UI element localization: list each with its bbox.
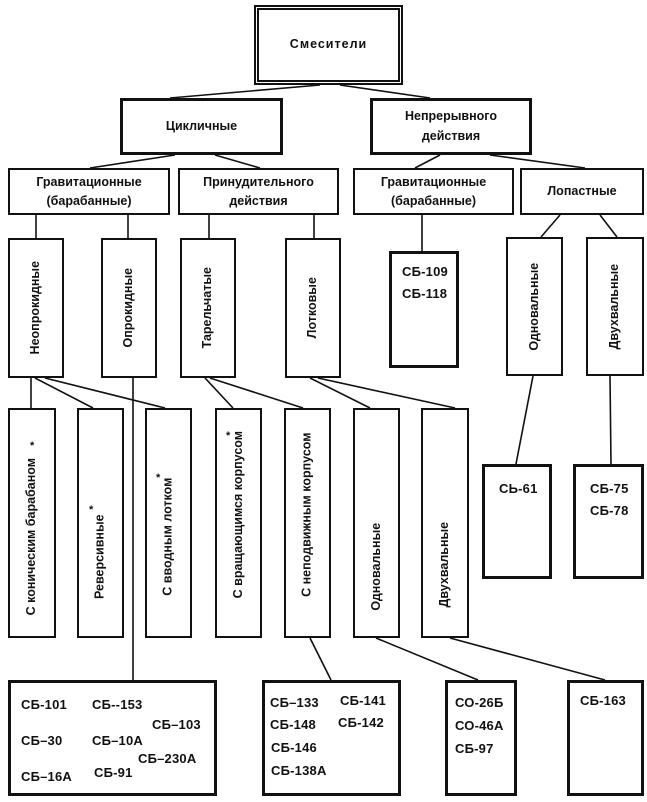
model-code: СБ-138А	[271, 763, 327, 778]
edge-cyclic-gravity	[89, 154, 176, 169]
node-gravity-cyclic-line1: Гравитационные	[36, 174, 142, 189]
model-code: СЬ-61	[499, 481, 538, 496]
model-code: СБ-146	[271, 740, 317, 755]
edge-continuous-paddle	[489, 154, 586, 169]
edge-single-models-bottom	[375, 637, 479, 681]
node-rotating-body-label: С вращающимся корпусом	[230, 430, 245, 598]
node-paddle-twin-shaft-label: Двухвальные	[607, 263, 622, 350]
model-code: СО-46А	[455, 718, 504, 733]
edge-nontilting-feed	[44, 377, 166, 409]
model-code: СБ–133	[270, 695, 319, 710]
node-tilting: Опрокидные	[101, 238, 157, 378]
edge-twin-models-bottom	[449, 637, 606, 681]
models-gravity-continuous: СБ-109 СБ-118	[389, 251, 459, 368]
node-gravity-continuous-line2: (барабанные)	[391, 193, 476, 208]
node-trough-single-shaft: Одновальные	[353, 408, 400, 638]
root-node-mixers: Смесители	[254, 5, 403, 85]
model-code: СБ–16А	[21, 769, 73, 784]
model-code: СБ--153	[92, 697, 143, 712]
model-code: СБ–30	[21, 733, 63, 748]
models-trough-twin: СБ-163	[567, 680, 644, 796]
node-gravity-cyclic: Гравитационные (барабанные)	[8, 168, 170, 215]
node-gravity-continuous: Гравитационные (барабанные)	[353, 168, 514, 215]
edge-trough-single	[309, 377, 371, 409]
node-fixed-body-label: С неподвижным корпусом	[299, 432, 314, 597]
edge-continuous-gravity	[414, 154, 441, 169]
model-code: СБ-148	[270, 717, 316, 732]
node-trough-twin-shaft-label: Двухвальные	[437, 521, 452, 608]
model-code: СО-26Б	[455, 695, 504, 710]
node-fixed-body: С неподвижным корпусом	[284, 408, 331, 638]
models-fixed-body: СБ–133 СБ-141 СБ-148 СБ-142 СБ-146 СБ-13…	[262, 680, 401, 796]
edge-root-continuous	[339, 84, 431, 99]
node-trough-single-shaft-label: Одновальные	[368, 522, 383, 611]
models-paddle-twin: СБ-75 СБ-78	[573, 464, 644, 579]
model-code: СБ-78	[590, 503, 629, 518]
model-code: СБ-91	[94, 765, 133, 780]
node-continuous-label: Непрерывного действия	[405, 109, 497, 143]
model-code: СБ-97	[455, 741, 494, 756]
edge-single-model	[515, 375, 534, 465]
models-tilting: СБ-101 СБ--153 СБ–103 СБ–30 СБ–10А СБ–23…	[8, 680, 217, 796]
node-gravity-cyclic-line2: (барабанные)	[46, 193, 132, 208]
node-plate: Тарельчатые	[180, 238, 236, 378]
node-reversible: Реверсивные *	[77, 408, 124, 638]
star-mark: *	[226, 430, 231, 442]
node-paddle-label: Лопастные	[547, 183, 617, 198]
model-code: СБ-109	[402, 264, 448, 279]
edge-fixed-models	[309, 637, 332, 681]
edge-plate-fixed	[209, 377, 304, 409]
edge-nontilting-reversible	[34, 377, 94, 409]
node-forced: Принудительного действия	[178, 168, 339, 215]
node-feed-trough: С вводным лотком *	[145, 408, 192, 638]
model-code: СБ-142	[338, 715, 384, 730]
node-non-tilting: Неопрокидные	[8, 238, 64, 378]
node-gravity-continuous-line1: Гравитационные	[380, 174, 487, 189]
star-mark: *	[30, 440, 35, 452]
node-conical-drum: С коническим барабаном *	[8, 408, 56, 638]
node-conical-drum-label: С коническим барабаном	[24, 457, 39, 615]
edge-paddle-twin	[599, 214, 618, 238]
node-paddle-single-shaft: Одновальные	[506, 237, 563, 376]
edge-paddle-single	[540, 214, 561, 238]
node-tilting-label: Опрокидные	[121, 268, 136, 348]
node-paddle-twin-shaft: Двухвальные	[586, 237, 644, 376]
edge-root-cyclic	[169, 84, 321, 99]
node-paddle: Лопастные	[520, 168, 644, 215]
model-code: СБ–230А	[138, 751, 197, 766]
models-trough-single: СО-26Б СО-46А СБ-97	[445, 680, 517, 796]
model-code: СБ-141	[340, 693, 386, 708]
node-forced-line2: действия	[229, 193, 288, 208]
node-forced-line1: Принудительного	[203, 174, 314, 189]
star-mark: *	[89, 504, 94, 516]
edge-plate-rotating	[204, 377, 234, 409]
node-non-tilting-label: Неопрокидные	[28, 261, 43, 355]
edge-cyclic-forced	[214, 154, 261, 169]
model-code: СБ–10А	[92, 733, 144, 748]
edge-trough-twin	[317, 377, 456, 409]
node-plate-label: Тарельчатые	[200, 267, 215, 349]
model-code: СБ-75	[590, 481, 629, 496]
node-trough-label: Лотковые	[305, 277, 320, 339]
node-paddle-single-shaft-label: Одновальные	[526, 262, 541, 351]
model-code: СБ-118	[402, 286, 448, 301]
model-code: СБ-101	[21, 697, 67, 712]
node-cyclic-label: Цикличные	[165, 118, 238, 133]
models-paddle-single: СЬ-61	[482, 464, 552, 579]
star-mark: *	[156, 472, 161, 484]
root-label: Смесители	[289, 37, 368, 52]
model-code: СБ-163	[580, 693, 626, 708]
edge-twin-models	[609, 375, 612, 465]
node-feed-trough-label: С вводным лотком	[160, 477, 175, 596]
node-trough: Лотковые	[285, 238, 341, 378]
model-code: СБ–103	[152, 717, 201, 732]
node-cyclic: Цикличные	[120, 98, 283, 155]
node-rotating-body: С вращающимся корпусом *	[215, 408, 262, 638]
node-reversible-label: Реверсивные	[92, 514, 107, 599]
node-continuous: Непрерывного действия	[370, 98, 532, 155]
node-trough-twin-shaft: Двухвальные	[421, 408, 469, 638]
